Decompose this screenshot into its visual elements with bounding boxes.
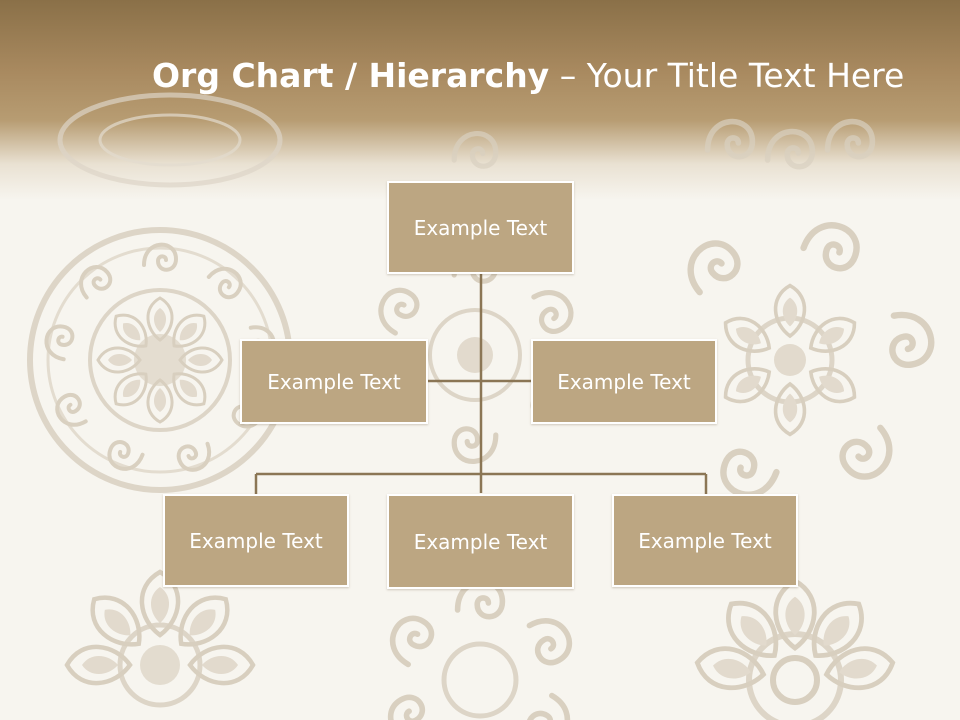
ornament-right [645, 217, 935, 502]
org-node-root[interactable]: Example Text [387, 181, 574, 274]
org-node-assistant-left[interactable]: Example Text [240, 339, 428, 424]
slide-title: Org Chart / Hierarchy – Your Title Text … [152, 52, 904, 100]
ornament-bottom-left [67, 572, 253, 708]
org-node-child-1[interactable]: Example Text [163, 494, 349, 587]
org-node-assistant-right[interactable]: Example Text [531, 339, 717, 424]
org-node-child-3[interactable]: Example Text [612, 494, 798, 587]
ornament-bottom-right [694, 581, 896, 720]
ornament-top-left [57, 92, 283, 188]
org-node-label: Example Text [557, 369, 691, 394]
ornament-center [372, 249, 577, 462]
ornament-bottom-center [384, 582, 577, 720]
org-node-label: Example Text [267, 369, 401, 394]
title-bold: Org Chart / Hierarchy [152, 56, 550, 95]
title-rest: Your Title Text Here [586, 56, 905, 95]
org-node-label: Example Text [189, 528, 323, 553]
org-node-label: Example Text [638, 528, 772, 553]
org-node-child-2[interactable]: Example Text [387, 494, 574, 589]
org-node-label: Example Text [413, 215, 548, 240]
title-separator: – [549, 56, 587, 95]
org-node-label: Example Text [413, 529, 548, 554]
